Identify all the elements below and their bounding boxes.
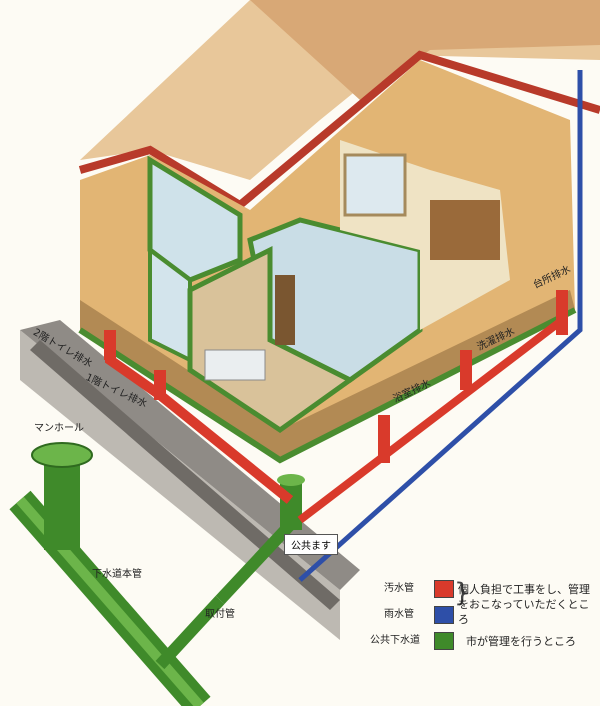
legend-label-public: 公共下水道 <box>370 635 420 646</box>
public-basin-label: 公共ます <box>284 534 338 555</box>
legend-label-rain: 雨水管 <box>384 609 414 620</box>
legend-private-text: 個人負担で工事をし、管理をおこなっていただくところ <box>458 583 590 626</box>
legend-public-text: 市が管理を行うところ <box>466 635 576 648</box>
brace-icon: } <box>454 578 471 608</box>
legend-swatch-public <box>434 632 454 650</box>
manhole-label: マンホール <box>34 423 84 434</box>
connection-pipe-label: 取付管 <box>205 609 235 620</box>
sewer-main-label: 下水道本管 <box>92 569 142 580</box>
legend-swatch-rain <box>434 606 454 624</box>
legend-swatch-sewage <box>434 580 454 598</box>
legend-label-sewage: 汚水管 <box>384 583 414 594</box>
